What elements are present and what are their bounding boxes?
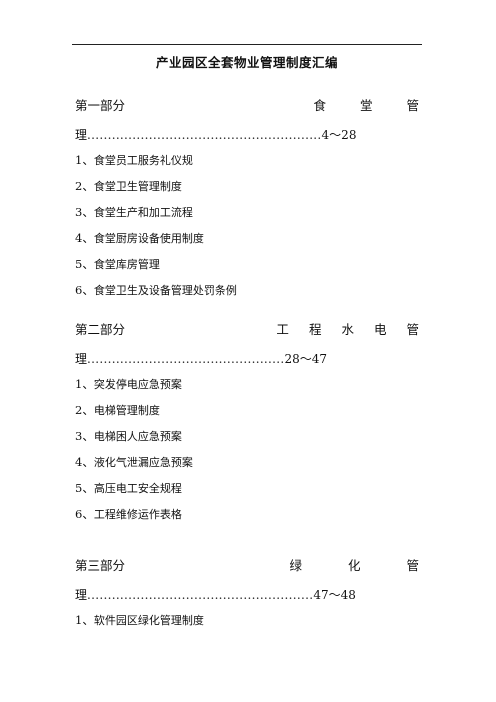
part-2-heading-char: 分 — [112, 322, 126, 337]
part-2-heading-char: 管 — [406, 322, 419, 337]
part-1-item-list: 1、食堂员工服务礼仪规 2、食堂卫生管理制度 3、食堂生产和加工流程 4、食堂厨… — [75, 153, 419, 309]
heading-gap — [125, 98, 313, 114]
toc-prefix: 理 — [75, 588, 88, 602]
list-item: 6、食堂卫生及设备管理处罚条例 — [75, 283, 237, 297]
list-item: 6、工程维修运作表格 — [75, 507, 182, 521]
part-2-heading-char: 部 — [100, 322, 113, 337]
header-rule — [72, 44, 422, 45]
toc-leader-dots: ........................................… — [87, 588, 314, 602]
list-item: 5、高压电工安全规程 — [75, 481, 182, 495]
part-2-heading: 第 二 部 分 工 程 水 电 管 — [75, 322, 419, 338]
part-1-heading: 第 一 部 分 食 堂 管 — [75, 98, 419, 114]
part-1-heading-char: 管 — [406, 98, 419, 113]
part-3: 第 三 部 分 绿 化 管 理 ........................… — [75, 558, 419, 639]
list-item: 4、液化气泄漏应急预案 — [75, 455, 193, 469]
part-3-heading-char: 分 — [112, 558, 126, 573]
part-3-heading-char: 化 — [347, 558, 361, 573]
part-1-heading-char: 分 — [112, 98, 126, 113]
heading-gap — [326, 98, 360, 114]
document-title: 产业园区全套物业管理制度汇编 — [155, 55, 338, 70]
list-item: 3、电梯困人应急预案 — [75, 429, 182, 443]
toc-page-range: 4～28 — [321, 128, 357, 142]
heading-gap — [372, 98, 406, 114]
part-3-toc-line: 理 ......................................… — [75, 587, 419, 603]
part-2-toc-line: 理 ......................................… — [75, 351, 419, 367]
part-3-heading-char: 第 — [75, 558, 88, 573]
part-1-toc-line: 理 ......................................… — [75, 127, 419, 143]
heading-gap — [125, 322, 276, 338]
part-3-heading-char: 管 — [406, 558, 419, 573]
part-2-item-list: 1、突发停电应急预案 2、电梯管理制度 3、电梯困人应急预案 4、液化气泄漏应急… — [75, 377, 419, 533]
list-item: 1、突发停电应急预案 — [75, 377, 182, 391]
part-1-heading-char: 一 — [87, 98, 101, 113]
part-1-heading-char: 部 — [100, 98, 113, 113]
toc-leader-dots: ........................................… — [87, 128, 322, 142]
list-item: 3、食堂生产和加工流程 — [75, 205, 193, 219]
list-item: 2、电梯管理制度 — [75, 403, 160, 417]
toc-leader-dots: ........................................… — [87, 352, 285, 366]
toc-page-range: 28～47 — [284, 352, 328, 366]
heading-gap — [354, 322, 374, 338]
toc-prefix: 理 — [75, 352, 88, 366]
part-2-heading-char: 二 — [87, 322, 101, 337]
heading-gap — [360, 558, 406, 574]
list-item: 2、食堂卫生管理制度 — [75, 179, 182, 193]
part-2-heading-char: 电 — [373, 322, 387, 337]
part-3-heading-char: 三 — [87, 558, 101, 573]
part-2-heading-char: 程 — [308, 322, 322, 337]
list-item: 5、食堂库房管理 — [75, 257, 160, 271]
heading-gap — [321, 322, 341, 338]
toc-page-range: 47～48 — [313, 588, 356, 602]
list-item: 1、软件园区绿化管理制度 — [75, 613, 204, 627]
part-2-heading-char: 第 — [75, 322, 88, 337]
part-2-heading-char: 水 — [341, 322, 354, 337]
part-1-heading-char: 食 — [313, 98, 326, 113]
part-1-heading-char: 第 — [75, 98, 88, 113]
toc-prefix: 理 — [75, 128, 88, 142]
part-2-heading-char: 工 — [276, 322, 289, 337]
part-3-heading-char: 部 — [100, 558, 113, 573]
heading-gap — [125, 558, 289, 574]
part-3-item-list: 1、软件园区绿化管理制度 — [75, 613, 419, 639]
part-3-heading-char: 绿 — [289, 558, 302, 573]
list-item: 4、食堂厨房设备使用制度 — [75, 231, 204, 245]
part-3-heading: 第 三 部 分 绿 化 管 — [75, 558, 419, 574]
list-item: 1、食堂员工服务礼仪规 — [75, 153, 193, 167]
heading-gap — [386, 322, 406, 338]
heading-gap — [289, 322, 309, 338]
part-2: 第 二 部 分 工 程 水 电 管 理 ....................… — [75, 322, 419, 533]
part-1-heading-char: 堂 — [359, 98, 373, 113]
part-1: 第 一 部 分 食 堂 管 理 ........................… — [75, 98, 419, 309]
heading-gap — [302, 558, 348, 574]
